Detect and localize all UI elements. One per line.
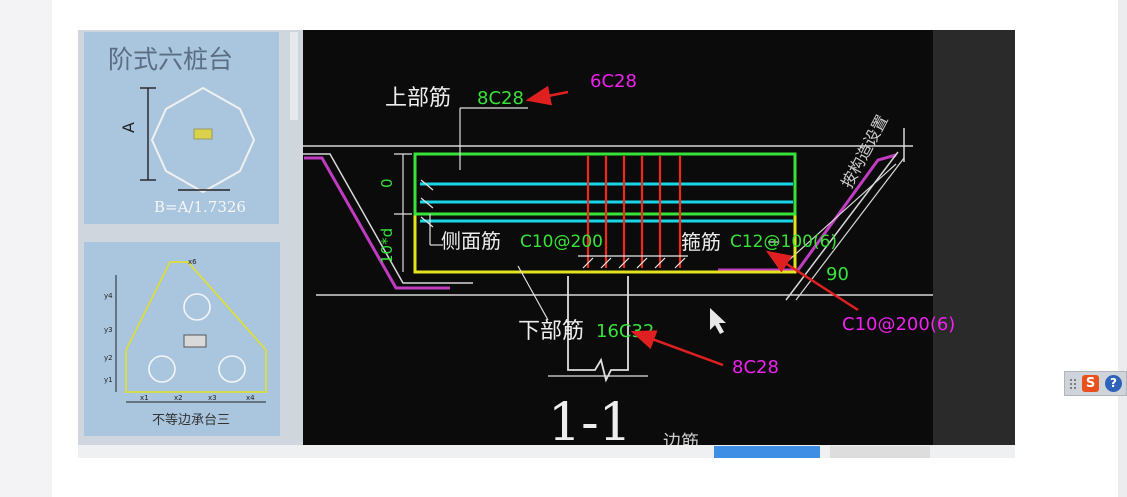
stirrup-value: C12@100(6) <box>730 232 837 252</box>
mouse-cursor-icon <box>710 308 726 334</box>
angle-label: 90 <box>826 264 849 285</box>
right-scrollbar[interactable] <box>1118 0 1127 497</box>
annotation-arrow-bottom <box>630 330 724 367</box>
hexagon-pile-cap-card[interactable]: 阶式六桩台 A B=A/1.7326 <box>84 32 279 224</box>
ime-toolbar[interactable]: S ? <box>1064 371 1127 396</box>
dim-zero-label: 0 <box>378 178 396 188</box>
help-icon[interactable]: ? <box>1105 375 1122 392</box>
annotation-arrow-stirrup <box>765 250 859 312</box>
small-label-x1: x1 <box>140 394 149 402</box>
triangle-cap-shape <box>125 261 267 393</box>
screenshot-photo: 阶式六桩台 A B=A/1.7326 x6 y4 y3 y2 y1 x1 x2 … <box>78 30 1015 458</box>
annotation-arrow-top <box>525 85 569 106</box>
drag-grip-icon[interactable] <box>1069 378 1077 390</box>
triangle-pile-cap-card[interactable]: x6 y4 y3 y2 y1 x1 x2 x3 x4 不等边承台三 <box>84 242 280 436</box>
small-label-x3: x3 <box>208 394 217 402</box>
panel-scrollbar[interactable] <box>290 32 298 120</box>
annotation-stirrup: C10@200(6) <box>842 314 955 335</box>
hexagon-shape <box>150 86 256 194</box>
left-panel-title: 阶式六桩台 <box>108 45 233 74</box>
annotation-bottom: 8C28 <box>732 357 779 378</box>
sub-caption: 不等边承台三 <box>152 412 230 428</box>
sogou-s-icon[interactable]: S <box>1082 375 1099 392</box>
bottom-rebar-value: 16C32 <box>596 321 654 342</box>
photo-secondary-button[interactable] <box>830 446 930 458</box>
small-label-y1: y1 <box>104 376 113 384</box>
side-rebar-value: C10@200 <box>520 232 603 252</box>
top-rebar-label: 上部筋 <box>385 86 451 111</box>
top-rebar-value: 8C28 <box>477 88 524 109</box>
stirrup-label: 箍筋 <box>681 230 721 254</box>
small-label-y4: y4 <box>104 292 113 300</box>
dimension-a-label: A <box>119 122 138 133</box>
dim-10d-label: 10*d <box>378 228 396 264</box>
bottom-rebar-label: 下部筋 <box>518 319 584 344</box>
side-rebar-label: 侧面筋 <box>441 229 501 253</box>
small-label-x6: x6 <box>188 258 197 266</box>
small-label-x4: x4 <box>246 394 255 402</box>
cad-section-drawing <box>302 107 933 383</box>
small-label-y2: y2 <box>104 354 113 362</box>
small-label-y3: y3 <box>104 326 113 334</box>
small-label-x2: x2 <box>174 394 183 402</box>
annotation-top: 6C28 <box>590 71 637 92</box>
section-title: 1-1 <box>548 393 632 453</box>
photo-primary-button[interactable] <box>714 446 820 458</box>
formula-label: B=A/1.7326 <box>154 198 246 216</box>
